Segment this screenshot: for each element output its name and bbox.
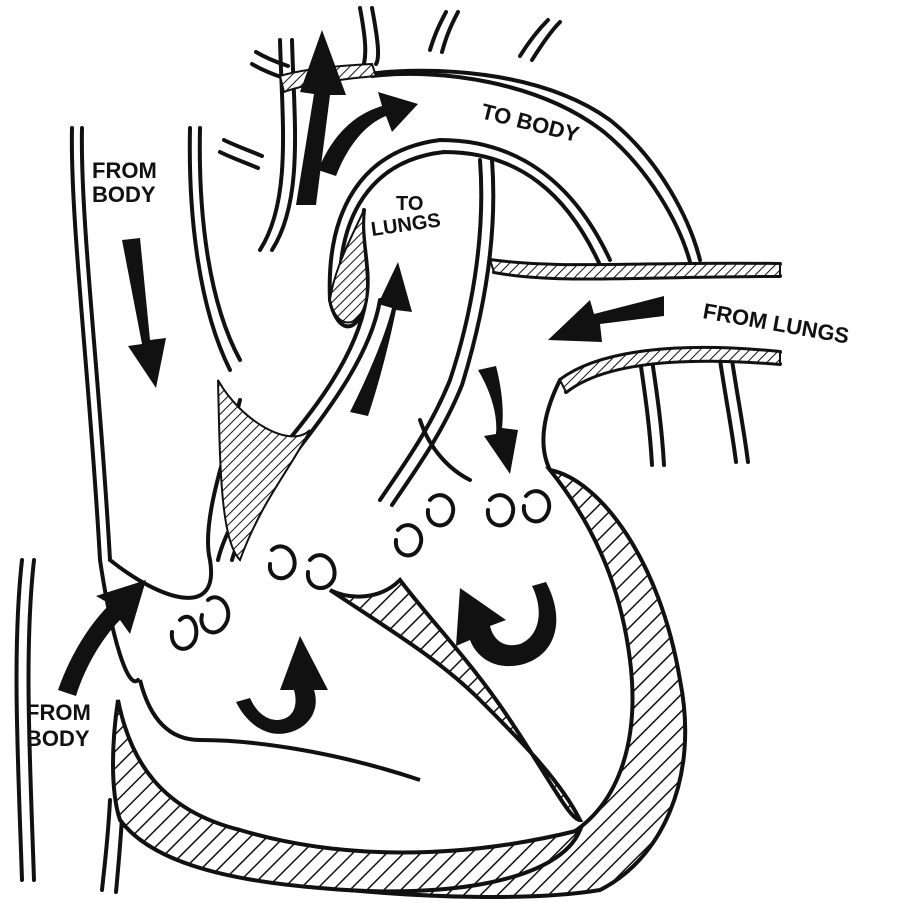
label-from-lungs: FROM LUNGS [701,298,851,348]
arrow-down-left-atrium [478,366,518,474]
label-from-body-bottom-line1: FROM [26,700,91,725]
tricuspid-valve [172,597,228,649]
label-from-body-top-line2: BODY [92,182,156,207]
aorta [220,8,700,300]
aortic-valve [396,495,453,555]
arrow-left-from-lungs [548,296,664,342]
label-from-body-top-line1: FROM [92,158,157,183]
arrow-curved-right-ventricle [236,636,328,734]
mitral-valve [488,491,549,525]
right-ventricle-wall [113,680,580,891]
left-ventricle-wall [300,470,685,897]
vessel-wall-hatching [218,64,780,560]
arrow-up-aorta [296,30,346,205]
arrow-down-from-body-top [122,238,166,388]
pulmonary-valve [270,546,335,588]
label-to-body: TO BODY [479,99,582,147]
arrow-curved-left-ventricle [456,582,556,666]
label-to-lungs-line2: LUNGS [370,209,442,241]
label-from-body-bottom-line2: BODY [26,726,90,751]
